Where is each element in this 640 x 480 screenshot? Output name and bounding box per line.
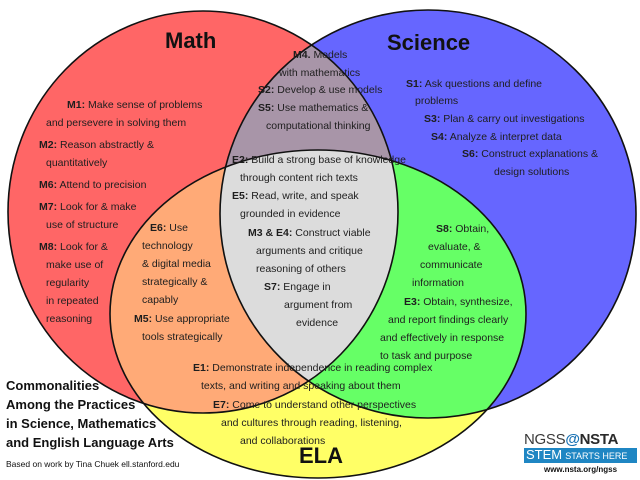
practice-s2: S2: Develop & use models (258, 84, 383, 96)
practice-m4-cont: with mathematics (279, 67, 361, 79)
practice-m3-e4-cont-2: reasoning of others (256, 263, 346, 275)
practice-s7-cont-1: argument from (284, 299, 353, 311)
practice-m3-e4: M3 & E4: Construct viable (248, 227, 371, 239)
ela-title: ELA (299, 443, 343, 468)
practice-m2: M2: Reason abstractly & (39, 139, 154, 151)
science-title: Science (387, 30, 471, 55)
practice-m1-cont: and persevere in solving them (46, 117, 187, 129)
stem-starts-here-bar: STEM STARTS HERE (524, 448, 637, 463)
practice-e6-cont-2: & digital media (142, 258, 211, 270)
nsta-url: www.nsta.org/ngss (543, 465, 618, 474)
caption-line: Among the Practices (6, 397, 136, 412)
math-title: Math (165, 28, 217, 53)
practice-m5: M5: Use appropriate (134, 313, 230, 325)
practice-e1-cont: texts, and writing and speaking about th… (201, 380, 401, 392)
practice-m5-cont: tools strategically (142, 331, 223, 343)
practice-e7: E7: Come to understand other perspective… (213, 399, 417, 411)
practice-m8-cont-1: make use of (46, 259, 104, 271)
practice-e3: E3: Obtain, synthesize, (404, 296, 513, 308)
practice-s7: S7: Engage in (264, 281, 331, 293)
practice-e7-cont-2: and collaborations (240, 435, 326, 447)
practice-s6-cont: design solutions (494, 166, 570, 178)
caption-line: and English Language Arts (6, 435, 174, 450)
practice-e3-cont-3: to task and purpose (380, 350, 473, 362)
practice-e2-cont: through content rich texts (240, 172, 358, 184)
practice-s6: S6: Construct explanations & (462, 148, 598, 160)
practice-s8-cont-3: information (412, 277, 464, 289)
practice-m4: M4. Models (293, 49, 348, 61)
all-three-overlap (220, 150, 398, 413)
ngss-nsta-logo: NGSS@NSTA STEM STARTS HERE www.nsta.org/… (524, 432, 637, 474)
practice-s1: S1: Ask questions and define (406, 78, 543, 90)
diagram-caption: Commonalities Among the Practices in Sci… (6, 376, 174, 452)
practice-s4: S4: Analyze & interpret data (431, 131, 562, 143)
practice-e2: E2: Build a strong base of knowledge (232, 154, 406, 166)
caption-line: in Science, Mathematics (6, 416, 157, 431)
practice-e6-cont-3: strategically & (142, 276, 208, 288)
practice-s7-cont-2: evidence (296, 317, 339, 329)
caption-line: Commonalities (6, 378, 100, 393)
practice-e3-cont-2: and effectively in response (380, 332, 505, 344)
practice-e5: E5: Read, write, and speak (232, 190, 359, 202)
practice-m8-cont-4: reasoning (46, 313, 93, 325)
practice-m3-e4-cont-1: arguments and critique (256, 245, 363, 257)
practice-e7-cont-1: and cultures through reading, listening, (221, 417, 402, 429)
practice-s1-cont: problems (415, 95, 459, 107)
practice-s5: S5: Use mathematics & (258, 102, 369, 114)
practice-m8: M8: Look for & (39, 241, 108, 253)
practice-e5-cont: grounded in evidence (240, 208, 341, 220)
credit-text: Based on work by Tina Chuek ell.stanford… (6, 459, 180, 469)
practice-e6: E6: Use (150, 222, 188, 234)
practice-m6: M6: Attend to precision (39, 179, 147, 191)
practice-m8-cont-3: in repeated (46, 295, 99, 307)
practice-m7: M7: Look for & make (39, 201, 137, 213)
practice-m7-cont: use of structure (46, 219, 119, 231)
practice-e1: E1: Demonstrate independence in reading … (193, 362, 433, 374)
practice-s5-cont: computational thinking (266, 120, 371, 132)
practice-m1: M1: Make sense of problems (67, 99, 203, 111)
practice-s8: S8: Obtain, (436, 223, 490, 235)
practice-e6-cont-1: technology (142, 240, 193, 252)
practice-m2-cont: quantitatively (46, 157, 108, 169)
practice-s3: S3: Plan & carry out investigations (424, 113, 585, 125)
practice-e3-cont-1: and report findings clearly (388, 314, 509, 326)
practice-s8-cont-2: communicate (420, 259, 483, 271)
practice-e6-cont-4: capably (142, 294, 179, 306)
practice-m8-cont-2: regularity (46, 277, 90, 289)
practice-s8-cont-1: evaluate, & (428, 241, 481, 253)
